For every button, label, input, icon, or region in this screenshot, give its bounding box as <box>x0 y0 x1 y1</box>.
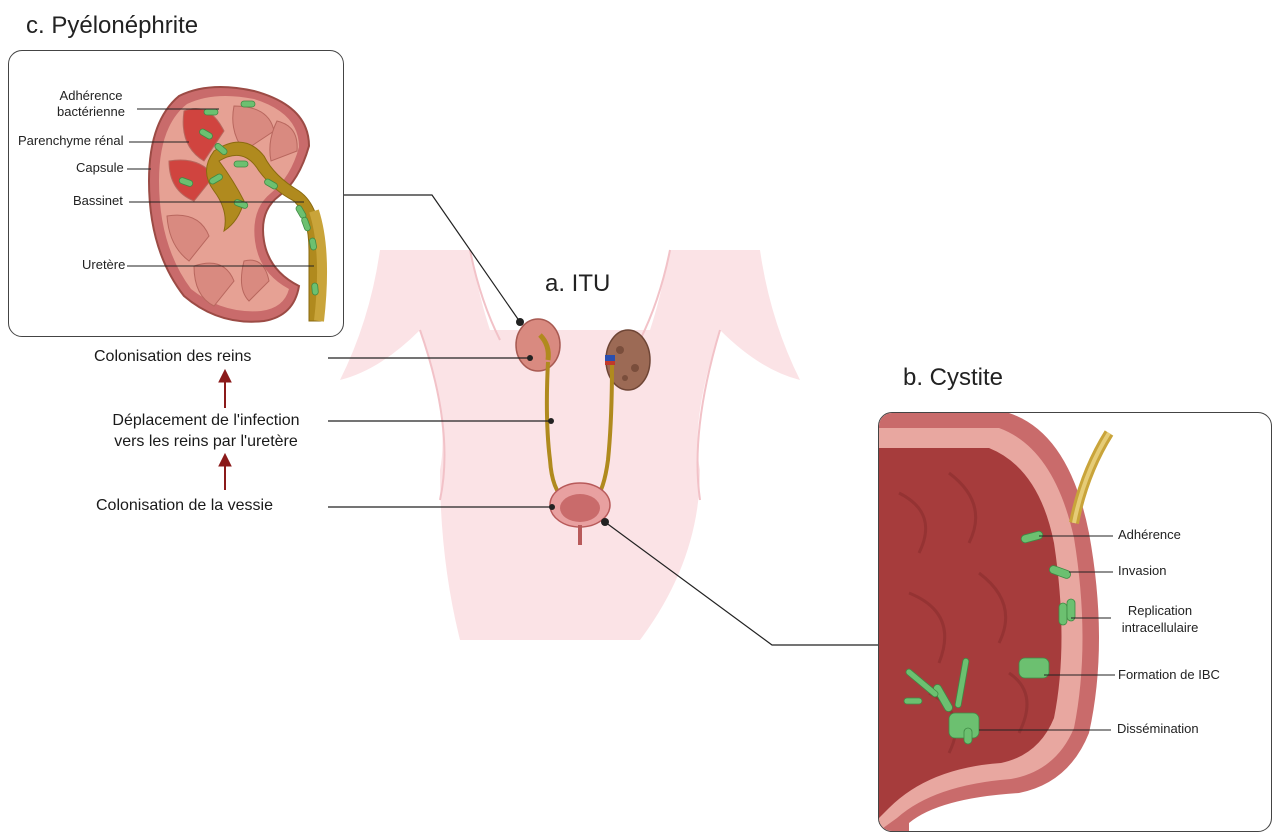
marker-bladder <box>601 518 609 526</box>
label-dissemination: Dissémination <box>1117 721 1199 736</box>
marker-step3 <box>549 504 555 510</box>
arrow-up-2 <box>219 454 231 490</box>
flow-step2-line2: vers les reins par l'uretère <box>93 431 319 452</box>
title-pyelonephrite: c. Pyélonéphrite <box>26 12 198 40</box>
arrow-up-1 <box>219 370 231 408</box>
cystite-panel <box>878 412 1272 832</box>
label-parenchyme-renal: Parenchyme rénal <box>18 133 124 148</box>
label-replication-line2: intracellulaire <box>1110 619 1210 636</box>
flow-step-bladder-colonisation: Colonisation de la vessie <box>96 497 273 515</box>
label-adherence-bacterienne: Adhérence bactérienne <box>48 88 134 120</box>
flow-step-infection-movement: Déplacement de l'infection vers les rein… <box>93 410 319 452</box>
label-adherence: Adhérence <box>1118 527 1181 542</box>
title-cystite: b. Cystite <box>903 364 1003 392</box>
label-replication-intracellulaire: Replication intracellulaire <box>1110 602 1210 636</box>
label-formation-ibc: Formation de IBC <box>1118 667 1220 682</box>
bladder-illustration <box>879 413 1271 831</box>
body-silhouette <box>340 250 800 640</box>
label-adherence-line1: Adhérence <box>48 88 134 104</box>
label-capsule: Capsule <box>76 160 124 175</box>
label-invasion: Invasion <box>1118 563 1166 578</box>
title-itu: a. ITU <box>545 270 610 298</box>
flow-step2-line1: Déplacement de l'infection <box>93 410 319 431</box>
marker-kidney <box>516 318 524 326</box>
label-bassinet: Bassinet <box>73 193 123 208</box>
marker-step1 <box>527 355 533 361</box>
marker-step2 <box>548 418 554 424</box>
label-adherence-line2: bactérienne <box>48 104 134 120</box>
body-left-kidney <box>516 319 560 371</box>
label-uretere-kidney: Uretère <box>82 257 125 272</box>
flow-step-kidney-colonisation: Colonisation des reins <box>94 348 251 366</box>
label-replication-line1: Replication <box>1110 602 1210 619</box>
